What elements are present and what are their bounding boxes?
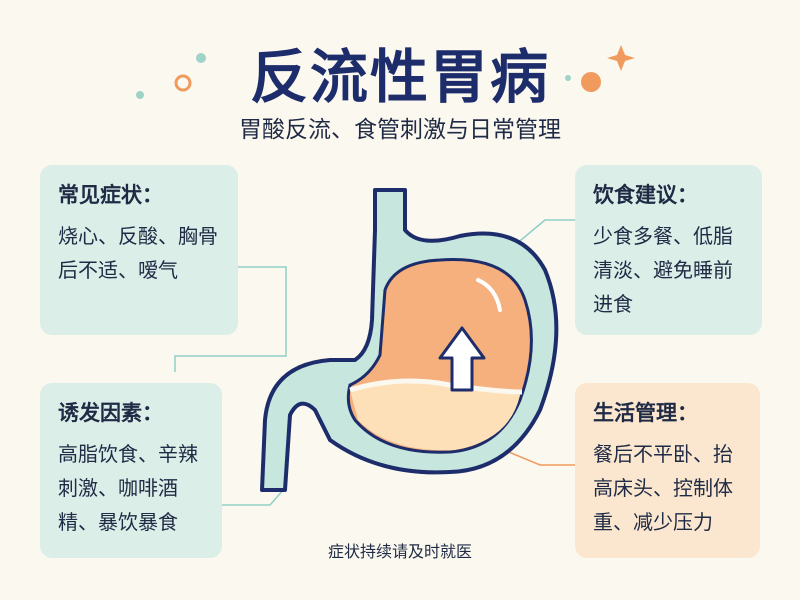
connector-line: [174, 266, 287, 372]
up-arrow-icon: [438, 326, 486, 392]
triggers-card: 诱发因素： 高脂饮食、辛辣刺激、咖啡酒精、暴饮暴食: [40, 383, 222, 558]
symptoms-heading: 常见症状：: [58, 183, 163, 207]
highlight: [476, 278, 502, 312]
page-subtitle: 胃酸反流、食管刺激与日常管理: [239, 117, 561, 143]
symptoms-card: 常见症状： 烧心、反酸、胸骨后不适、嗳气: [40, 165, 238, 335]
food-layer: [350, 381, 520, 451]
page-title: 反流性胃病: [249, 43, 550, 111]
lifestyle-card: 生活管理： 餐后不平卧、抬高床头、控制体重、减少压力: [575, 383, 760, 558]
decor-dot: [565, 75, 571, 81]
food-line: [349, 378, 523, 395]
decor-circle: [581, 72, 601, 92]
decor-circle: [174, 74, 192, 92]
sparkle-icon: [607, 45, 635, 71]
diet-text: 少食多餐、低脂清淡、避免睡前进食: [593, 224, 733, 316]
lifestyle-heading: 生活管理：: [593, 401, 698, 425]
footer-note: 症状持续请及时就医: [327, 542, 472, 561]
triggers-heading: 诱发因素：: [58, 401, 163, 425]
decor-dot: [196, 53, 206, 63]
connector-line: [222, 487, 286, 506]
diet-card: 饮食建议： 少食多餐、低脂清淡、避免睡前进食: [575, 165, 762, 335]
lifestyle-text: 餐后不平卧、抬高床头、控制体重、减少压力: [593, 442, 733, 534]
symptoms-text: 烧心、反酸、胸骨后不适、嗳气: [58, 224, 218, 282]
triggers-text: 高脂饮食、辛辣刺激、咖啡酒精、暴饮暴食: [58, 442, 198, 534]
decor-dot: [136, 91, 144, 99]
connector-line: [514, 219, 578, 246]
diet-heading: 饮食建议：: [593, 183, 698, 207]
